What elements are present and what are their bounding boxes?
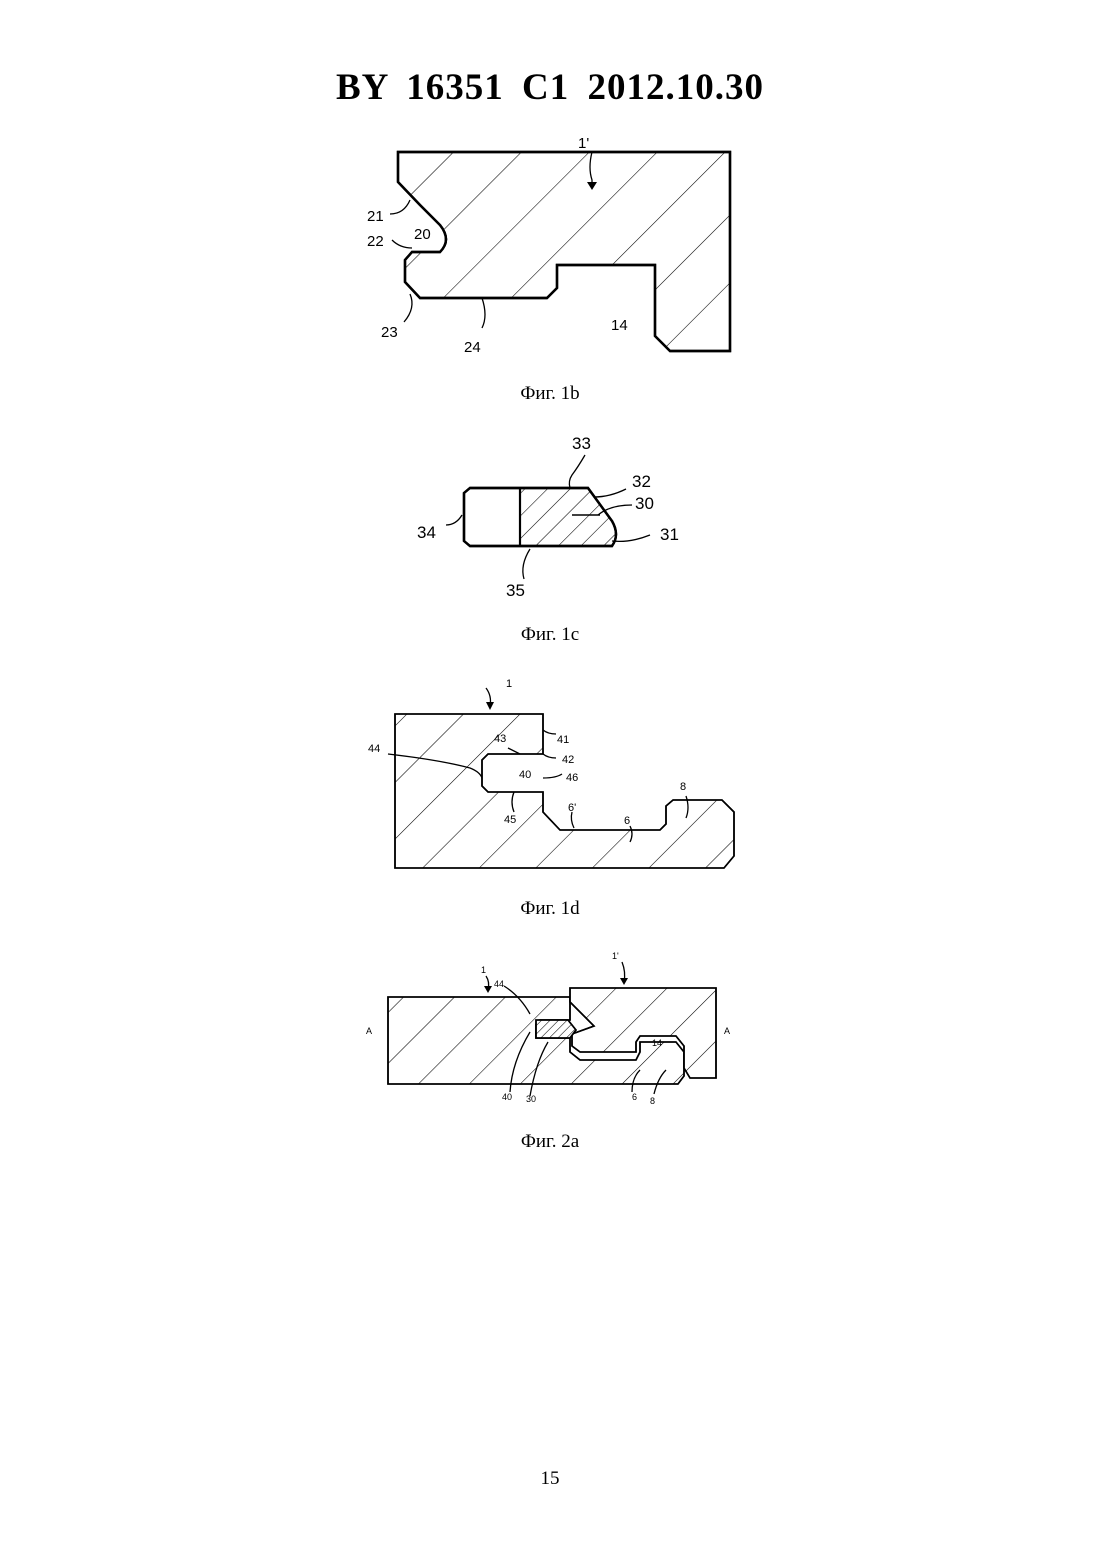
figure-1d-caption: Фиг. 1d	[0, 898, 1100, 920]
ref-label-46: 46	[566, 772, 578, 784]
ref-label-14: 14	[652, 1038, 662, 1048]
ref-label-44: 44	[494, 979, 504, 989]
figure-1d-drawing: 1 44 43 41 42 40 46 45 6' 6 8	[0, 668, 1100, 883]
ref-label-31: 31	[660, 525, 679, 544]
ref-label-42: 42	[562, 754, 574, 766]
ref-label-21: 21	[367, 208, 384, 225]
ref-label-30: 30	[526, 1094, 536, 1104]
ref-label-14: 14	[611, 317, 628, 334]
ref-label-30: 30	[635, 494, 654, 513]
figure-1b: 1' 21 20 22 23 24 14	[0, 130, 1100, 370]
ref-label-43: 43	[494, 733, 506, 745]
ref-label-6p: 6'	[568, 802, 576, 814]
ref-label-35: 35	[506, 581, 525, 600]
figure-2a-caption: Фиг. 2a	[0, 1131, 1100, 1153]
ref-label-40: 40	[502, 1092, 512, 1102]
patent-header: BY 16351 C1 2012.10.30	[0, 66, 1100, 109]
figure-1b-drawing: 1' 21 20 22 23 24 14	[0, 130, 1100, 370]
ref-label-8: 8	[680, 781, 686, 793]
figure-1c-caption: Фиг. 1c	[0, 624, 1100, 646]
ref-label-1: 1	[506, 678, 512, 690]
ref-label-24: 24	[464, 339, 481, 356]
figure-1b-caption: Фиг. 1b	[0, 383, 1100, 405]
ref-label-1p: 1'	[578, 135, 589, 152]
ref-label-32: 32	[632, 472, 651, 491]
ref-label-44: 44	[368, 743, 380, 755]
figure-1d: 1 44 43 41 42 40 46 45 6' 6 8	[0, 668, 1100, 883]
ref-label-33: 33	[572, 434, 591, 453]
figure-1c: 33 32 30 34 31 35	[0, 425, 1100, 605]
ref-label-41: 41	[557, 734, 569, 746]
ref-label-1p: 1'	[612, 951, 619, 961]
ref-label-34: 34	[417, 523, 436, 542]
figure-2a: 1 44 1' A A 14 40 30 6 8	[0, 942, 1100, 1117]
ref-label-22: 22	[367, 233, 384, 250]
figure-1c-drawing: 33 32 30 34 31 35	[0, 425, 1100, 605]
ref-label-45: 45	[504, 814, 516, 826]
page-number: 15	[0, 1468, 1100, 1490]
ref-label-A-right: A	[724, 1026, 730, 1036]
ref-label-6: 6	[632, 1092, 637, 1102]
ref-label-20: 20	[414, 226, 431, 243]
ref-label-40: 40	[519, 769, 531, 781]
ref-label-A-left: A	[366, 1026, 372, 1036]
ref-label-8: 8	[650, 1096, 655, 1106]
ref-label-23: 23	[381, 324, 398, 341]
ref-label-1: 1	[481, 965, 486, 975]
figure-2a-drawing: 1 44 1' A A 14 40 30 6 8	[0, 942, 1100, 1117]
ref-label-6: 6	[624, 815, 630, 827]
